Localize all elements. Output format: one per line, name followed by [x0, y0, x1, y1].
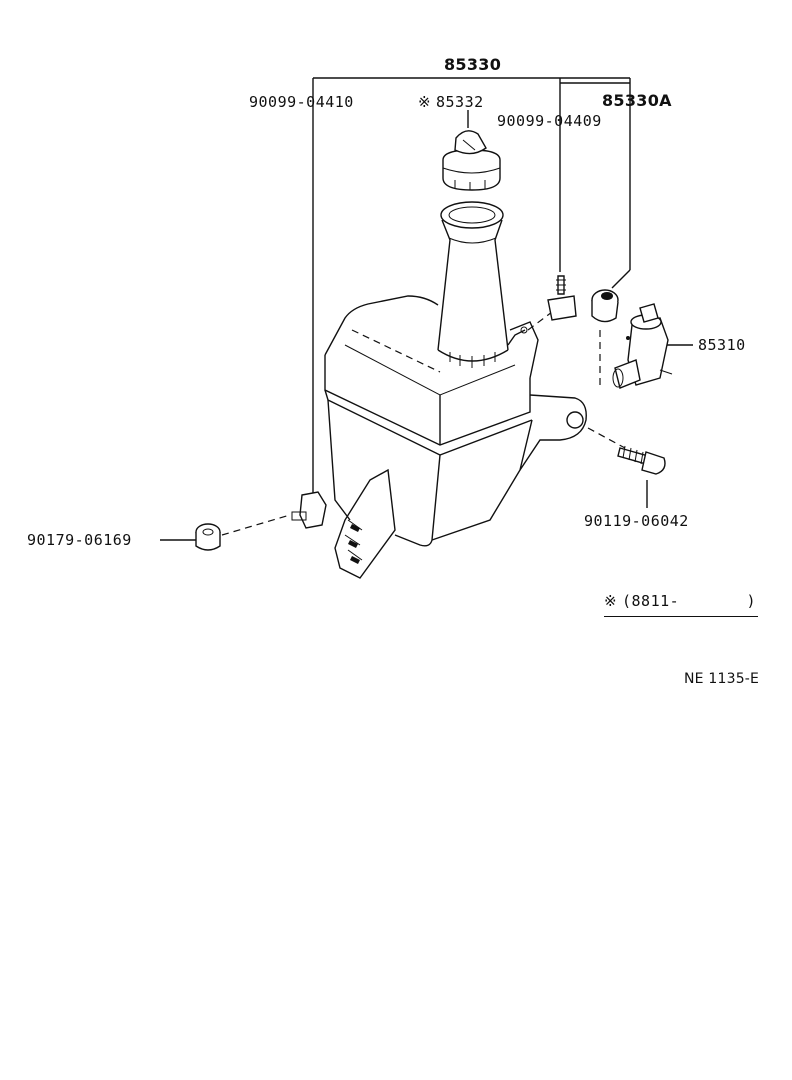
dash-bolt	[587, 427, 626, 449]
label-cap: 85332	[436, 93, 484, 111]
label-bolt: 90119-06042	[584, 512, 689, 530]
tank-grommet-left	[291, 491, 327, 529]
label-screw-right: 90099-04409	[497, 112, 602, 130]
washer-pump	[612, 303, 673, 389]
grommet-85330a	[591, 289, 619, 323]
applicability-note: ※ (8811- )	[604, 592, 758, 617]
note-date: (8811-	[622, 592, 680, 610]
nut-part	[195, 523, 221, 551]
filler-neck	[437, 201, 509, 368]
bolt-part	[617, 445, 666, 475]
leader-grommet-end	[611, 269, 631, 289]
label-nut: 90179-06169	[27, 531, 132, 549]
filler-cap	[442, 130, 501, 191]
dash-nut	[221, 514, 291, 536]
note-symbol: ※	[604, 592, 618, 610]
note-close: )	[746, 592, 756, 610]
screw-right-part	[547, 275, 577, 321]
reservoir-tank	[324, 295, 587, 579]
label-pump: 85310	[698, 336, 746, 354]
figure-code: NE 1135-E	[684, 671, 760, 687]
label-assembly: 85330	[444, 55, 502, 74]
label-screw-left: 90099-04410	[249, 93, 354, 111]
cap-marker: ※	[418, 93, 432, 111]
label-assembly-a: 85330A	[602, 91, 672, 110]
